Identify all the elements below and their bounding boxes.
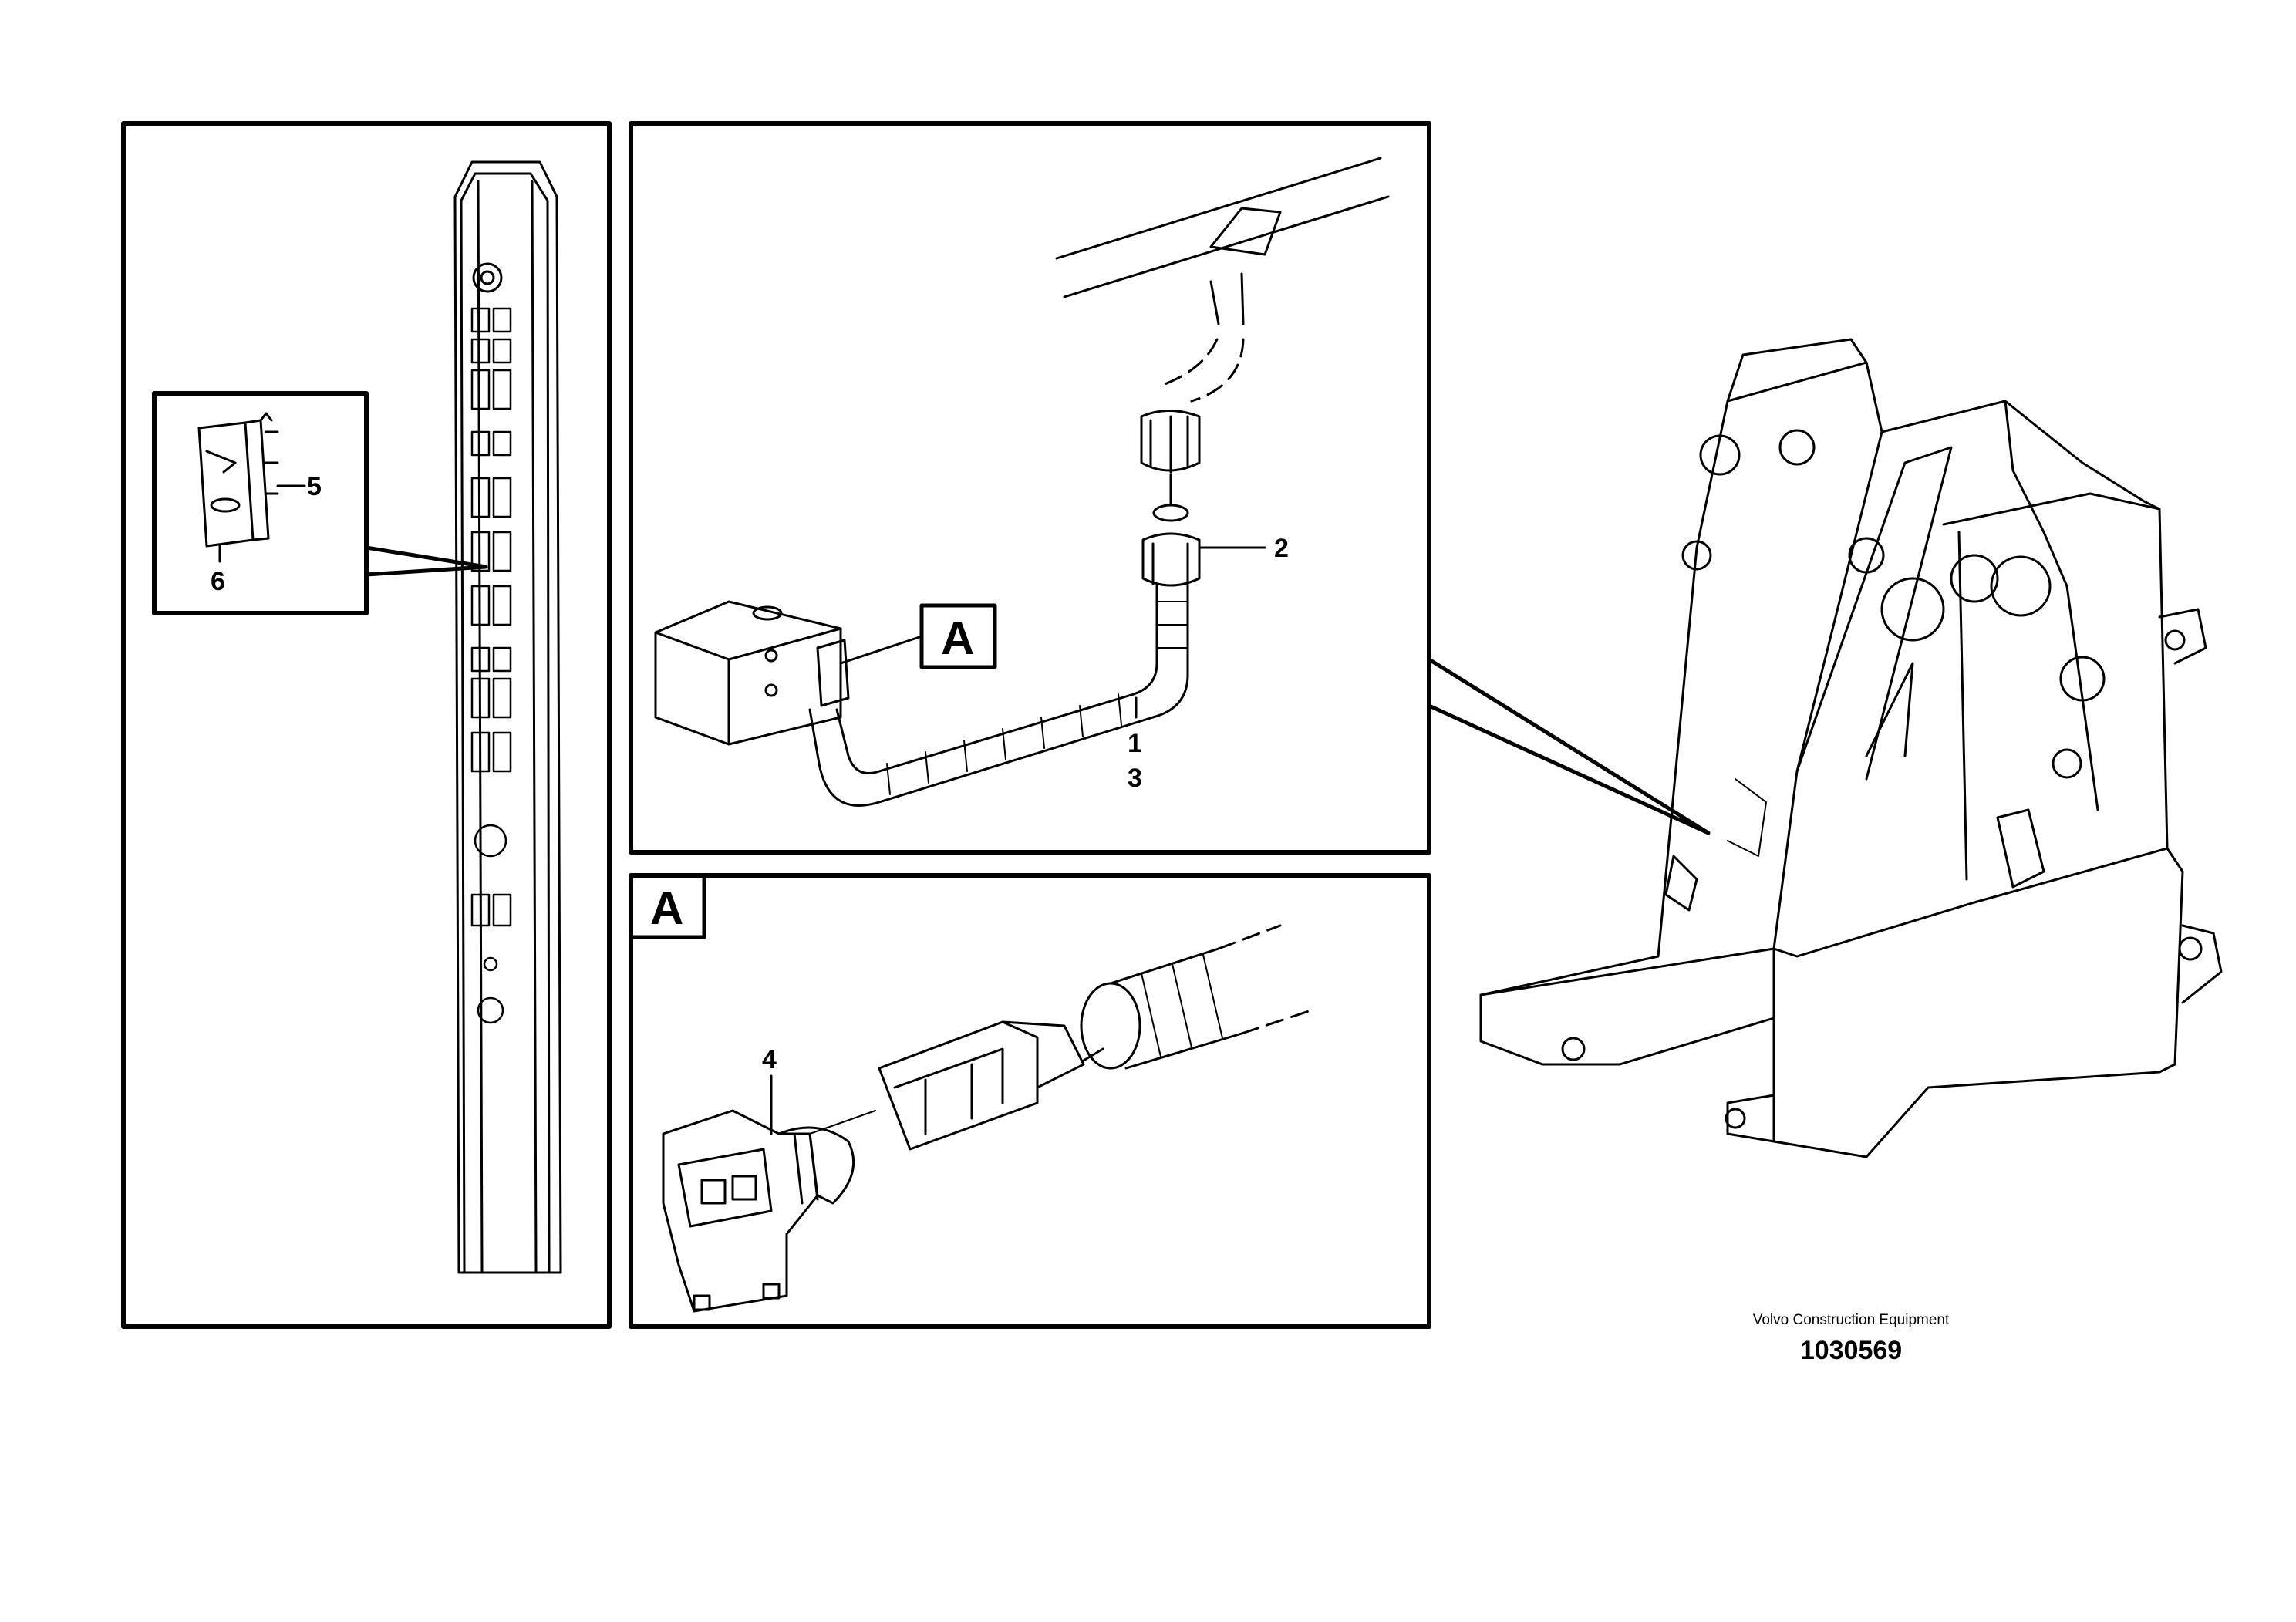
detail-marker-a-lower: A (650, 882, 683, 934)
switch-inset-frame (152, 391, 369, 615)
tee-branch (1159, 272, 1245, 403)
marker-a-leader (839, 635, 923, 665)
lower-nut (1141, 504, 1201, 587)
pillar-panel-frame (121, 121, 612, 1329)
inset-leader (364, 545, 488, 577)
frame-detail-leader (1427, 657, 1711, 835)
detail-marker-a-box (919, 603, 997, 669)
hose-panel: A 2 1 3 (629, 121, 1431, 855)
corrugated-sleeve (1080, 924, 1313, 1070)
cab-pillar (453, 160, 562, 1274)
drawing-number: 1030569 (1799, 1336, 1903, 1365)
mating-line (809, 1110, 876, 1135)
main-pipe (1055, 157, 1390, 298)
connector-panel: A 4 (629, 873, 1431, 1329)
cable-plug (878, 1020, 1104, 1151)
pillar-panel: 5 6 (121, 121, 612, 1329)
hose-panel-frame (629, 121, 1431, 855)
footer: Volvo Construction Equipment 1030569 (1735, 1311, 1967, 1366)
upper-nut (1140, 410, 1201, 474)
callout-6: 6 (211, 567, 225, 596)
detail-marker-a: A (941, 612, 974, 664)
callout-1: 1 (1128, 729, 1142, 758)
rocker-switch (197, 412, 279, 548)
solenoid-valve (654, 600, 850, 746)
connector-housing (662, 1109, 855, 1313)
company-name: Volvo Construction Equipment (1752, 1312, 1950, 1328)
callout-5: 5 (307, 472, 322, 501)
callout-3: 3 (1128, 764, 1142, 793)
flexible-hose (808, 585, 1189, 807)
callout-2: 2 (1274, 534, 1289, 563)
connector-panel-frame (629, 873, 1431, 1329)
callout-4: 4 (762, 1045, 777, 1074)
machine-frame (1479, 338, 2223, 1158)
detail-marker-a-tab (629, 873, 706, 939)
